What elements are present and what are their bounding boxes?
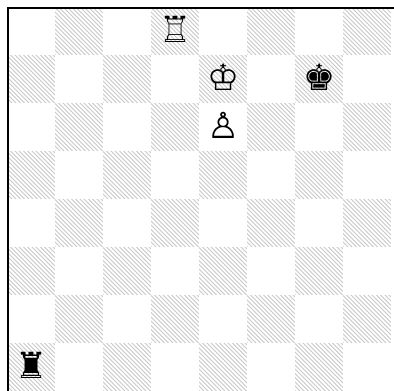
square-a4[interactable]: [7, 199, 55, 247]
square-a5[interactable]: [7, 151, 55, 199]
square-g8[interactable]: [295, 7, 343, 55]
square-c1[interactable]: [103, 343, 151, 391]
square-a8[interactable]: [7, 7, 55, 55]
square-f6[interactable]: [247, 103, 295, 151]
square-d8[interactable]: ♖: [151, 7, 199, 55]
square-g4[interactable]: [295, 199, 343, 247]
square-h4[interactable]: [343, 199, 391, 247]
square-b6[interactable]: [55, 103, 103, 151]
square-h1[interactable]: [343, 343, 391, 391]
square-b7[interactable]: [55, 55, 103, 103]
square-h5[interactable]: [343, 151, 391, 199]
square-d6[interactable]: [151, 103, 199, 151]
square-c5[interactable]: [103, 151, 151, 199]
board-border-top: [7, 7, 394, 9]
square-c6[interactable]: [103, 103, 151, 151]
square-g1[interactable]: [295, 343, 343, 391]
board-border-left: [7, 7, 9, 391]
square-e4[interactable]: [199, 199, 247, 247]
square-g5[interactable]: [295, 151, 343, 199]
square-a7[interactable]: [7, 55, 55, 103]
white-king-icon[interactable]: ♔: [199, 55, 247, 103]
square-c3[interactable]: [103, 247, 151, 295]
square-e5[interactable]: [199, 151, 247, 199]
black-king-icon[interactable]: ♚: [295, 55, 343, 103]
square-d5[interactable]: [151, 151, 199, 199]
chess-board: ♖♔ ♚ ♙ ♜: [7, 7, 391, 391]
square-a3[interactable]: [7, 247, 55, 295]
square-h7[interactable]: [343, 55, 391, 103]
square-d3[interactable]: [151, 247, 199, 295]
square-c4[interactable]: [103, 199, 151, 247]
square-h6[interactable]: [343, 103, 391, 151]
square-g2[interactable]: [295, 295, 343, 343]
square-g6[interactable]: [295, 103, 343, 151]
square-f3[interactable]: [247, 247, 295, 295]
square-b8[interactable]: [55, 7, 103, 55]
square-c2[interactable]: [103, 295, 151, 343]
square-f5[interactable]: [247, 151, 295, 199]
square-b5[interactable]: [55, 151, 103, 199]
square-f4[interactable]: [247, 199, 295, 247]
square-a1[interactable]: ♜: [7, 343, 55, 391]
square-b1[interactable]: [55, 343, 103, 391]
square-c7[interactable]: [103, 55, 151, 103]
square-a6[interactable]: [7, 103, 55, 151]
square-e3[interactable]: [199, 247, 247, 295]
square-d1[interactable]: [151, 343, 199, 391]
square-f7[interactable]: [247, 55, 295, 103]
square-f2[interactable]: [247, 295, 295, 343]
square-b4[interactable]: [55, 199, 103, 247]
square-e1[interactable]: [199, 343, 247, 391]
white-pawn-icon[interactable]: ♙: [199, 103, 247, 151]
square-h8[interactable]: [343, 7, 391, 55]
square-d7[interactable]: [151, 55, 199, 103]
square-e8[interactable]: [199, 7, 247, 55]
square-g3[interactable]: [295, 247, 343, 295]
square-f8[interactable]: [247, 7, 295, 55]
square-b3[interactable]: [55, 247, 103, 295]
square-e6[interactable]: ♙: [199, 103, 247, 151]
square-b2[interactable]: [55, 295, 103, 343]
square-h2[interactable]: [343, 295, 391, 343]
square-h3[interactable]: [343, 247, 391, 295]
square-e7[interactable]: ♔: [199, 55, 247, 103]
white-rook-icon[interactable]: ♖: [151, 7, 199, 55]
square-e2[interactable]: [199, 295, 247, 343]
square-f1[interactable]: [247, 343, 295, 391]
black-rook-icon[interactable]: ♜: [7, 343, 55, 391]
square-d2[interactable]: [151, 295, 199, 343]
square-c8[interactable]: [103, 7, 151, 55]
square-g7[interactable]: ♚: [295, 55, 343, 103]
square-a2[interactable]: [7, 295, 55, 343]
square-d4[interactable]: [151, 199, 199, 247]
